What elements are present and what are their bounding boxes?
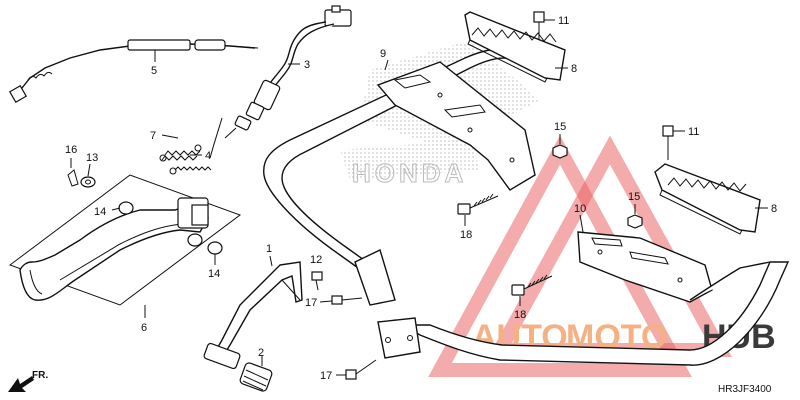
honda-brand-text: HONDA <box>352 158 467 188</box>
part-3-stop-switch <box>224 5 352 139</box>
part-17-bolt-lower <box>345 359 377 380</box>
callout-8a: 8 <box>571 63 577 75</box>
callout-10: 10 <box>574 203 586 215</box>
callout-17b: 17 <box>320 370 332 382</box>
callout-17a: 17 <box>305 297 317 309</box>
callout-16: 16 <box>65 144 77 156</box>
part-7-spring <box>159 144 202 162</box>
callout-12: 12 <box>310 254 322 266</box>
part-2-pedal-rubber <box>203 342 273 392</box>
part-8-footpeg-upper <box>464 11 566 83</box>
callout-3: 3 <box>304 59 310 71</box>
part-18-bolt-upper <box>457 193 499 215</box>
front-direction-label: FR. <box>32 370 48 381</box>
part-4-spring <box>169 117 223 175</box>
callout-13: 13 <box>86 152 98 164</box>
part-11-bolt-upper <box>533 11 545 40</box>
callout-6: 6 <box>141 322 147 334</box>
callout-14b: 14 <box>208 268 220 280</box>
part-12-bolt <box>311 271 323 291</box>
callout-5: 5 <box>151 65 157 77</box>
callout-9: 9 <box>380 48 386 60</box>
callout-1: 1 <box>266 243 272 255</box>
callout-14a: 14 <box>94 206 106 218</box>
diagram-code: HR3JF3400 <box>718 384 772 395</box>
part-13-washer <box>80 176 96 188</box>
part-18-bolt-lower <box>511 274 553 296</box>
callout-4: 4 <box>205 150 211 162</box>
callout-15a: 15 <box>554 121 566 133</box>
callout-7: 7 <box>150 130 156 142</box>
callout-18b: 18 <box>514 309 526 321</box>
callout-2: 2 <box>258 347 264 359</box>
callout-8b: 8 <box>771 203 777 215</box>
part-15-nut-upper <box>552 144 568 159</box>
part-8-footpeg-lower <box>654 163 761 235</box>
part-10-step-bar-lower <box>377 231 790 366</box>
callout-11b: 11 <box>688 126 699 138</box>
callout-18a: 18 <box>460 229 472 241</box>
part-11-bolt-lower <box>662 125 674 160</box>
callout-15b: 15 <box>628 191 640 203</box>
part-17-bolt-upper <box>331 295 363 305</box>
part-16-cotter-pin <box>67 169 79 187</box>
part-5-brake-cable <box>8 39 259 104</box>
part-15-nut-lower <box>627 214 643 229</box>
part-1-shift-pedal <box>213 261 303 359</box>
part-6-brake-pedal <box>8 174 242 306</box>
front-direction-arrow-icon <box>8 376 34 392</box>
callout-11a: 11 <box>558 15 569 27</box>
